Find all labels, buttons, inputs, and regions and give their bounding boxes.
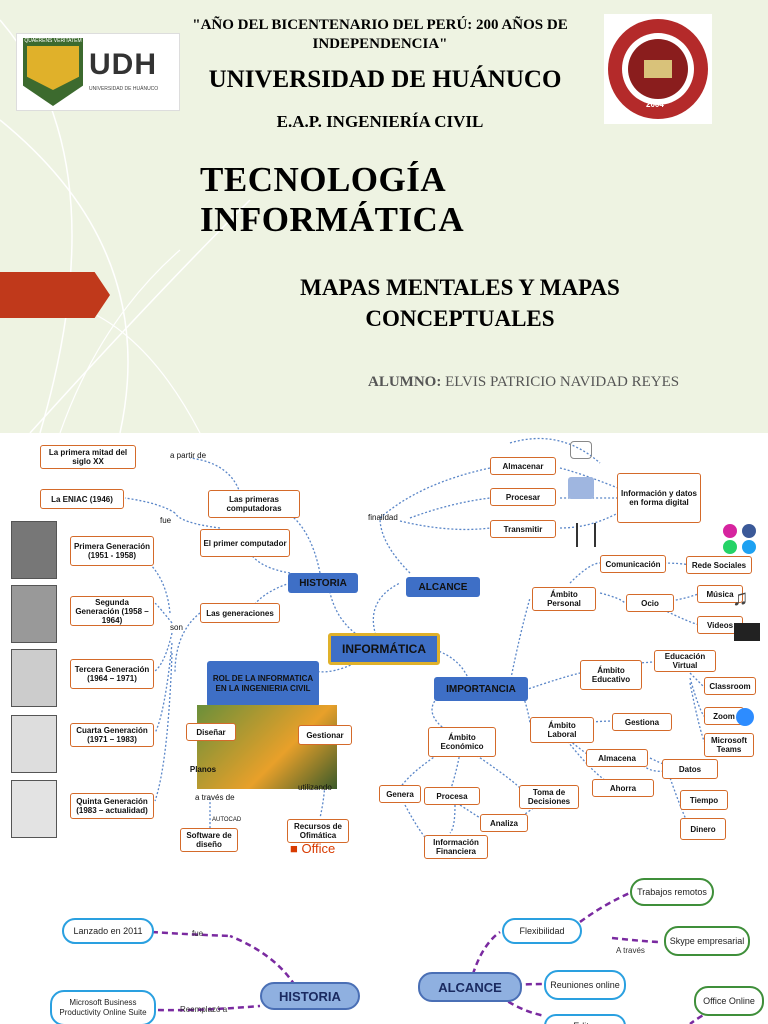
node-ms-business: Microsoft Business Productivity Online S…: [50, 990, 156, 1024]
node-alcance: ALCANCE: [406, 577, 480, 597]
node-gen4: Cuarta Generación (1971 – 1983): [70, 723, 154, 747]
udh-logo: QUAERENS VERITATEM UDH UNIVERSIDAD DE HU…: [16, 33, 180, 111]
label-a-traves: A través: [616, 946, 645, 955]
node-musica: Música: [697, 585, 743, 603]
node-reuniones: Reuniones online: [544, 970, 626, 1000]
node-ocio: Ocio: [626, 594, 674, 612]
student-line: ALUMNO: ELVIS PATRICIO NAVIDAD REYES: [368, 374, 680, 390]
node-classroom: Classroom: [704, 677, 756, 695]
node-gestionar: Gestionar: [298, 725, 352, 745]
mind-map-slide: La primera mitad del siglo XX a partir d…: [0, 433, 768, 866]
node-gen3: Tercera Generación (1964 – 1971): [70, 659, 154, 689]
university-name: UNIVERSIDAD DE HUÁNUCO: [208, 66, 562, 93]
engineering-seal: 2004: [604, 14, 712, 124]
node-ambito-economico: Ámbito Económico: [428, 727, 496, 757]
node-teams: Microsoft Teams: [704, 733, 754, 757]
server-icon: [568, 477, 594, 499]
node-ambito-personal: Ámbito Personal: [532, 587, 596, 611]
concept-map-slide: Lanzado en 2011 fue Microsoft Business P…: [0, 866, 768, 1024]
cloud-icon: [570, 441, 592, 459]
node-generaciones: Las generaciones: [200, 603, 280, 623]
node-procesa: Procesa: [424, 787, 480, 805]
node-recursos: Recursos de Ofimática: [287, 819, 349, 843]
node-redes: Rede Sociales: [686, 556, 752, 574]
node-primera-mitad: La primera mitad del siglo XX: [40, 445, 136, 469]
civil-engineering-image: [197, 705, 337, 789]
node-historia: HISTORIA: [260, 982, 360, 1010]
node-dinero: Dinero: [680, 818, 726, 840]
gen4-image: [11, 715, 57, 773]
antenna-icon: [576, 523, 596, 547]
node-lanzado: Lanzado en 2011: [62, 918, 154, 944]
node-procesar: Procesar: [490, 488, 556, 506]
accent-arrow: [0, 272, 110, 318]
node-gen1: Primera Generación (1951 - 1958): [70, 536, 154, 566]
node-comunicacion: Comunicación: [600, 555, 666, 573]
title-slide: QUAERENS VERITATEM UDH UNIVERSIDAD DE HU…: [0, 0, 768, 433]
node-genera: Genera: [379, 785, 421, 803]
office-logo: ■ Office: [290, 841, 336, 856]
node-planos: Planos: [189, 764, 217, 774]
node-importancia: IMPORTANCIA: [434, 677, 528, 701]
node-gen2: Segunda Generación (1958 – 1964): [70, 596, 154, 626]
node-info-financiera: Información Financiera: [424, 835, 488, 859]
label-fue: fue: [192, 929, 204, 938]
node-ahorra: Ahorra: [592, 779, 654, 797]
school-name: E.A.P. INGENIERÍA CIVIL: [276, 112, 484, 131]
node-disenar: Diseñar: [186, 723, 236, 741]
node-almacenar: Almacenar: [490, 457, 556, 475]
node-editar: Editar: [544, 1014, 626, 1024]
gen1-image: [11, 521, 57, 579]
node-educacion-virtual: Educación Virtual: [654, 650, 716, 672]
node-eniac: La ENIAC (1946): [40, 489, 124, 509]
label-son: son: [170, 623, 183, 632]
label-utilizando: utilizando: [298, 783, 332, 792]
node-datos: Datos: [662, 759, 718, 779]
node-primer-computador: El primer computador: [200, 529, 290, 557]
label-fue: fue: [160, 516, 172, 525]
node-alcance: ALCANCE: [418, 972, 522, 1002]
video-icon: [734, 623, 760, 641]
node-videos: Videos: [697, 616, 743, 634]
gen3-image: [11, 649, 57, 707]
music-icon: ♫: [732, 585, 749, 610]
node-gen5: Quinta Generación (1983 – actualidad): [70, 793, 154, 819]
main-title: TECNOLOGÍA INFORMÁTICA: [200, 160, 465, 239]
bicentenario-banner: "AÑO DEL BICENTENARIO DEL PERÚ: 200 AÑOS…: [192, 17, 568, 52]
gen5-image: [11, 780, 57, 838]
label-reemplazo: Reemplazó a: [180, 1005, 228, 1014]
node-analiza: Analiza: [480, 814, 528, 832]
label-a-traves-de: a través de: [195, 793, 235, 802]
node-ambito-educativo: Ámbito Educativo: [580, 660, 642, 690]
label-autocad: AUTOCAD: [212, 817, 242, 823]
node-historia: HISTORIA: [288, 573, 358, 593]
node-almacena: Almacena: [586, 749, 648, 767]
node-trabajos: Trabajos remotos: [630, 878, 714, 906]
gen2-image: [11, 585, 57, 643]
node-software: Software de diseño: [180, 828, 238, 852]
label-a-partir-de: a partir de: [170, 451, 207, 460]
zoom-icon: [736, 708, 754, 726]
subtitle: MAPAS MENTALES Y MAPAS CONCEPTUALES: [300, 275, 620, 331]
node-toma-decisiones: Toma de Decisiones: [519, 785, 579, 809]
node-office-online: Office Online: [694, 986, 764, 1016]
node-skype: Skype empresarial: [664, 926, 750, 956]
label-finalidad: finalidad: [368, 513, 398, 522]
node-flexibilidad: Flexibilidad: [502, 918, 582, 944]
node-informatica: INFORMÁTICA: [328, 633, 440, 665]
node-ambito-laboral: Ámbito Laboral: [530, 717, 594, 743]
node-rol: ROL DE LA INFORMATICA EN LA INGENIERIA C…: [207, 661, 319, 707]
node-tiempo: Tiempo: [680, 790, 728, 810]
node-info-digital: Información y datos en forma digital: [617, 473, 701, 523]
social-icons: [722, 523, 758, 555]
node-primeras-computadoras: Las primeras computadoras: [208, 490, 300, 518]
node-transmitir: Transmitir: [490, 520, 556, 538]
node-gestiona: Gestiona: [612, 713, 672, 731]
